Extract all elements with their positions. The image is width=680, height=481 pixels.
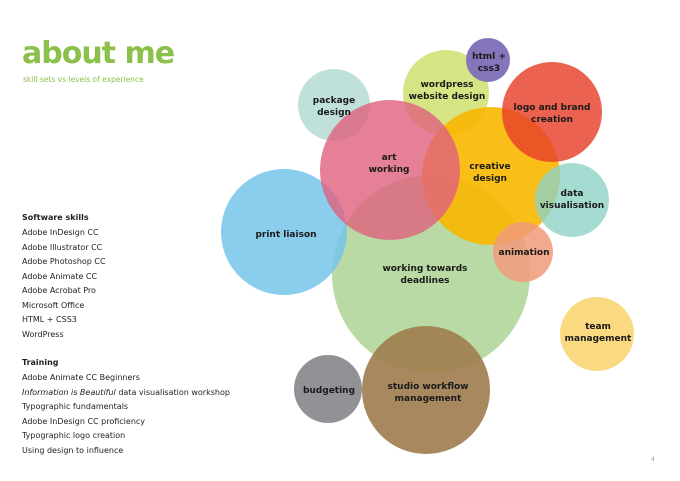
training-heading: Training [22,358,59,367]
training-item: Information is Beautiful data visualisat… [22,387,230,397]
print-liaison-bubble [221,169,347,295]
software-skill-item: Adobe Illustrator CC [22,242,103,252]
data-visualisation-bubble [535,163,609,237]
animation-label: animation [499,248,550,258]
training-item: Adobe InDesign CC proficiency [22,416,146,426]
training-list: Training Adobe Animate CC Beginners Info… [22,356,230,458]
art-working-bubble [320,100,460,240]
print-liaison-label: print liaison [255,230,316,240]
software-skill-item: Adobe InDesign CC [22,228,99,237]
page-subtitle: skill sets vs levels of experience [23,75,144,84]
training-item: Typographic logo creation [22,431,126,440]
studio-workflow-management-bubble [362,326,490,454]
html-css3-bubble [466,38,510,82]
software-skill-item: Microsoft Office [22,300,85,310]
software-skill-item: WordPress [22,329,64,339]
team-management-bubble [560,297,634,371]
budgeting-bubble [294,355,362,423]
software-skill-item: Adobe Animate CC [22,271,98,281]
software-skill-item: Adobe Acrobat Pro [22,286,96,295]
training-item: Typographic fundamentals [22,402,129,411]
training-item: Using design to influence [22,445,124,455]
page-number: 4 [651,456,655,463]
software-skills-list: Software skills Adobe InDesign CC Adobe … [22,211,106,342]
logo-and-brand-creation-bubble [502,62,602,162]
training-item: Adobe Animate CC Beginners [22,373,140,382]
animation-bubble [493,222,553,282]
software-skill-item: HTML + CSS3 [22,315,77,324]
page-title: about me [22,36,175,71]
software-skill-item: Adobe Photoshop CC [22,257,106,266]
budgeting-label: budgeting [303,386,355,396]
html-css3-label: html +css3 [472,52,506,74]
software-skills-heading: Software skills [22,213,89,222]
